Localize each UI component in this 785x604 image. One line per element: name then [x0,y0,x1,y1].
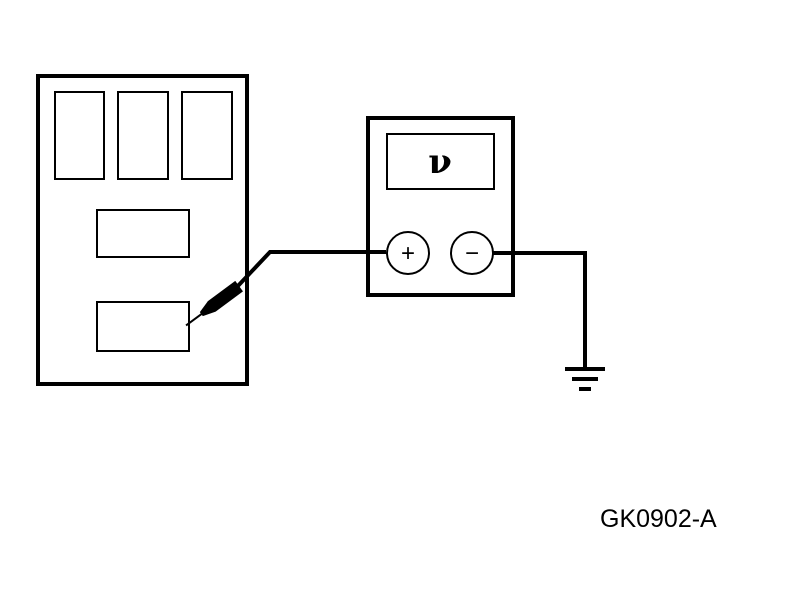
voltmeter: ν + − [366,116,515,297]
module-outline [36,74,249,386]
module-terminal-lower [96,301,190,352]
voltmeter-display-symbol: ν [428,142,452,182]
positive-terminal-label: + [401,240,415,267]
module-terminal-upper [96,209,190,258]
voltmeter-display [386,133,495,190]
positive-lead [185,250,386,327]
module-connector-1 [54,91,105,180]
voltmeter-body [366,116,515,297]
module-box [36,74,249,386]
negative-lead-wire [493,251,587,368]
figure-id: GK0902-A [600,505,717,533]
test-probe [185,280,243,327]
module-connector-2 [117,91,169,180]
negative-terminal-label: − [465,240,479,267]
positive-lead-wire [234,250,386,290]
negative-lead [493,251,587,368]
module-connector-3 [181,91,233,180]
positive-terminal [386,231,430,275]
ground-icon [565,367,605,391]
